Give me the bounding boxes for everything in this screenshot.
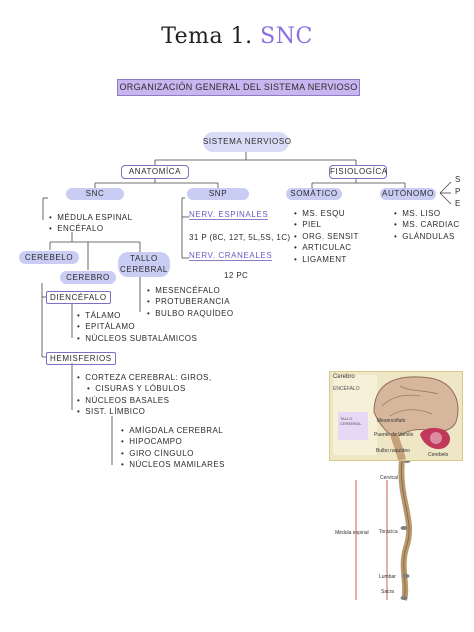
label-cervical: Cervical: [380, 475, 399, 481]
section-banner: ORGANIZACIÓN GENERAL DEL SISTEMA NERVIOS…: [117, 79, 360, 96]
list-item: EPITÁLAMO: [77, 321, 197, 332]
somatico-list: MS. ESQU PIEL ORG. SENSIT ARTICULAC LIGA…: [294, 208, 359, 265]
list-item: MÉDULA ESPINAL: [49, 212, 132, 223]
label-s: S: [455, 175, 461, 184]
node-cerebro: CEREBRO: [60, 271, 116, 284]
list-item: LIGAMENT: [294, 254, 359, 265]
list-item: NÚCLEOS MAMILARES: [121, 459, 225, 470]
brain-drawing: [333, 375, 459, 461]
title-prefix: Tema 1.: [161, 24, 253, 49]
list-item: TÁLAMO: [77, 310, 197, 321]
list-item: MS. LISO: [394, 208, 460, 219]
list-item: GLÁNDULAS: [394, 231, 460, 242]
list-item-text: CISURAS Y LÓBULOS: [95, 384, 186, 394]
node-sistema-nervioso: SISTEMA NERVIOSO: [203, 132, 291, 152]
node-hemisferios: HEMISFERIOS: [46, 352, 116, 365]
page-title: Tema 1. SNC: [0, 24, 474, 49]
list-item-continuation: CISURAS Y LÓBULOS: [77, 383, 212, 394]
hemisferios-list: CORTEZA CEREBRAL: GIROS, CISURAS Y LÓBUL…: [77, 372, 212, 418]
node-autonomo: AUTÓNOMO: [380, 188, 436, 200]
list-item: MS. CARDIAC: [394, 219, 460, 230]
label-e: E: [455, 199, 461, 208]
node-somatico: SOMÁTICO: [286, 188, 342, 200]
node-nerv-craneales: NERV. CRANEALES: [189, 251, 273, 261]
node-nerv-espinales: NERV. ESPINALES: [189, 210, 269, 220]
label-lumbar: Lumbar: [379, 574, 396, 580]
espinales-detail: 31 P (8C, 12T, 5L,5S, 1C): [189, 233, 291, 242]
tallo-line-2: CEREBRAL: [120, 265, 168, 274]
label-p: P: [455, 187, 461, 196]
label-puente: Puente de Varolio: [374, 432, 414, 438]
label-medula-espinal: Médula espinal: [335, 530, 369, 536]
list-item: MESENCÉFALO: [147, 285, 234, 296]
list-item: ORG. SENSIT: [294, 231, 359, 242]
list-item: CORTEZA CEREBRAL: GIROS,: [77, 372, 212, 383]
list-item: HIPOCAMPO: [121, 436, 225, 447]
label-encefalo: ENCÉFALO: [333, 386, 360, 392]
diencefalo-list: TÁLAMO EPITÁLAMO NÚCLEOS SUBTALÁMICOS: [77, 310, 197, 344]
limbico-list: AMÍGDALA CEREBRAL HIPOCAMPO GIRO CÍNGULO…: [121, 425, 225, 471]
label-tallo-cerebral: TALLO CEREBRAL: [340, 416, 362, 426]
label-cerebro: Cerebro: [333, 374, 355, 380]
node-cerebelo: CEREBELO: [19, 251, 79, 264]
craneales-detail: 12 PC: [224, 271, 249, 280]
list-item: GIRO CÍNGULO: [121, 448, 225, 459]
list-item: SIST. LÍMBICO: [77, 406, 212, 417]
node-tallo-cerebral: TALLO CEREBRAL: [118, 252, 170, 277]
list-item: ARTICULAC: [294, 242, 359, 253]
node-anatomica: ANATOMÍCA: [121, 165, 189, 179]
node-diencefalo: DIENCÉFALO: [46, 291, 111, 304]
list-item: ENCÉFALO: [49, 223, 132, 234]
label-sacra: Sacra: [381, 589, 395, 595]
list-item: AMÍGDALA CEREBRAL: [121, 425, 225, 436]
label-bulbo: Bulbo raquídeo: [376, 448, 410, 454]
tallo-line-1: TALLO: [130, 254, 158, 263]
node-snc: SNC: [66, 188, 124, 200]
node-fisiologica: FISIOLOGÍCA: [329, 165, 387, 179]
list-item: NÚCLEOS BASALES: [77, 395, 212, 406]
snc-list: MÉDULA ESPINAL ENCÉFALO: [49, 212, 132, 235]
brain-illustration: Cerebro ENCÉFALO TALLO CEREBRAL Mesencéf…: [329, 371, 463, 461]
label-mesencefalo: Mesencéfalo: [377, 418, 406, 424]
list-item: PROTUBERANCIA: [147, 296, 234, 307]
list-item: MS. ESQU: [294, 208, 359, 219]
label-toracica: Torácica: [379, 529, 398, 535]
list-item: NÚCLEOS SUBTALÁMICOS: [77, 333, 197, 344]
title-accent: SNC: [260, 24, 313, 49]
autonomo-list: MS. LISO MS. CARDIAC GLÁNDULAS: [394, 208, 460, 242]
list-item: PIEL: [294, 219, 359, 230]
node-snp: SNP: [187, 188, 249, 200]
label-cerebelo: Cerebelo: [428, 452, 449, 458]
